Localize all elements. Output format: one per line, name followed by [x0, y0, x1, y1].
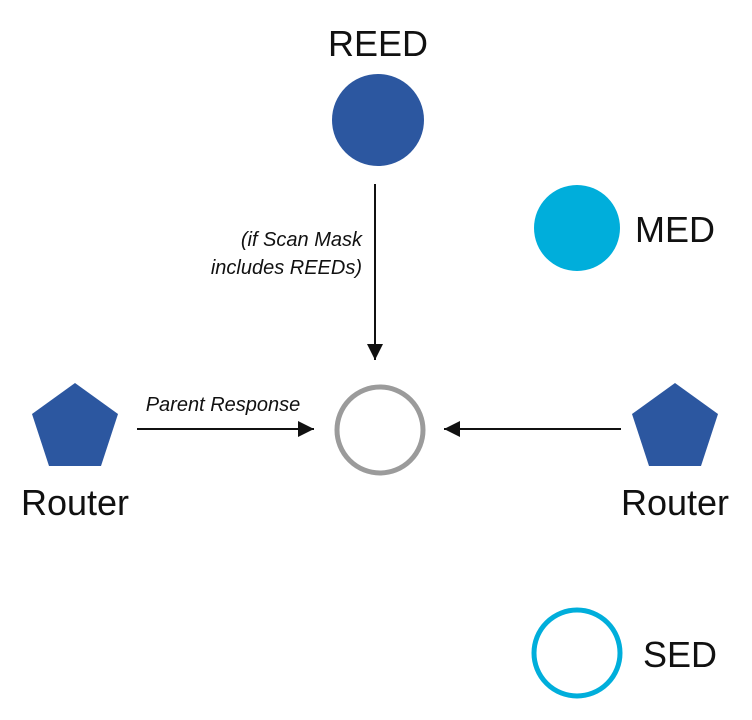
- med-node: [534, 185, 620, 271]
- scan-mask-label-line2: includes REEDs): [211, 257, 362, 279]
- child-node: [334, 384, 426, 476]
- scan-mask-label-line1: (if Scan Mask: [241, 229, 363, 251]
- router-left-label: Router: [21, 482, 129, 523]
- reed-label: REED: [328, 23, 428, 64]
- med-label: MED: [635, 209, 715, 250]
- router-right-node: [632, 383, 718, 466]
- router-right-label: Router: [621, 482, 729, 523]
- router-left-node: [32, 383, 118, 466]
- sed-label: SED: [643, 634, 717, 675]
- sed-node: [531, 607, 623, 699]
- reed-node: [332, 74, 424, 166]
- parent-response-label: Parent Response: [146, 394, 301, 416]
